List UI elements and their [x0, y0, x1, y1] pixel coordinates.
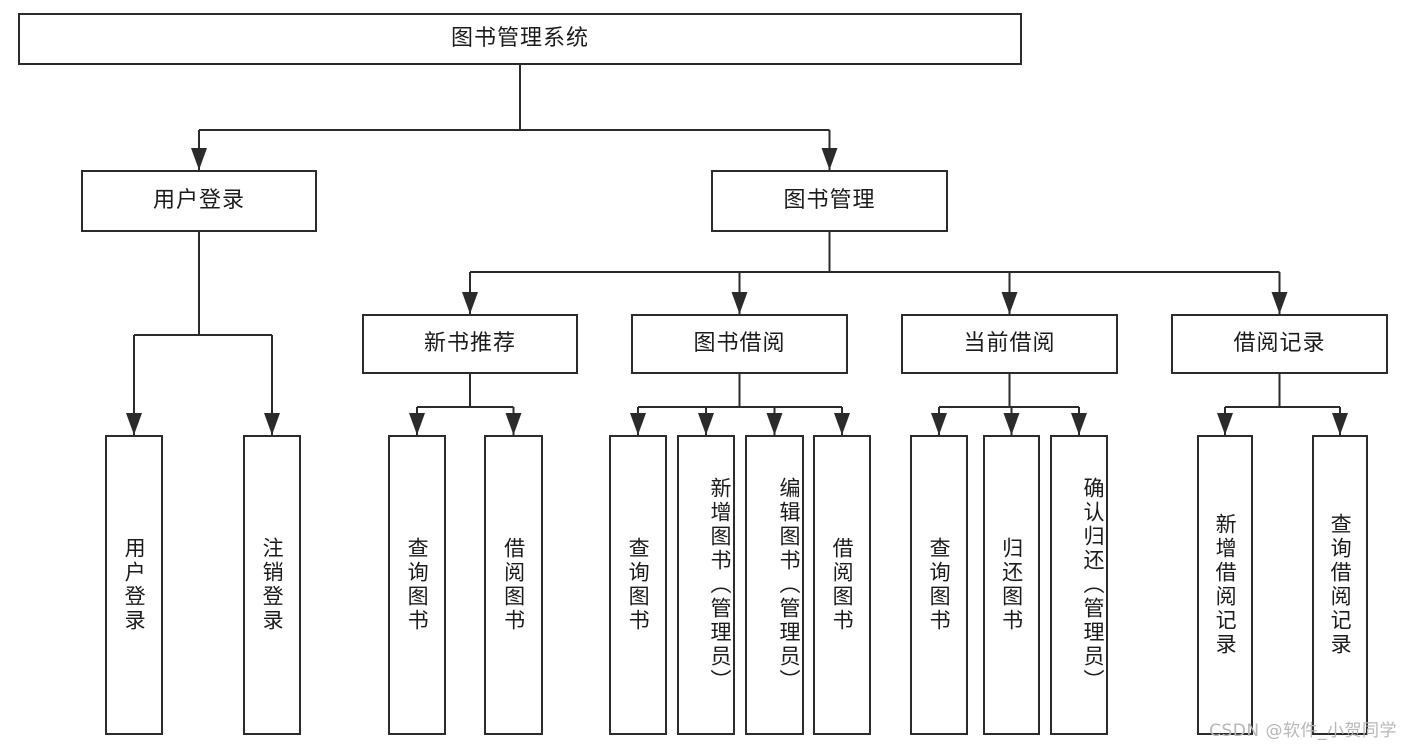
arrowhead-icon: [1071, 413, 1087, 435]
watermark-label: CSDN @软件_小贺同学: [1209, 721, 1397, 741]
node-leaf-user-logout[interactable]: 注销登录: [243, 435, 301, 735]
arrowhead-icon: [1001, 292, 1018, 314]
node-label: 借阅图书: [501, 537, 526, 633]
node-label: 新增图书（管理员）: [708, 477, 732, 693]
node-label: 查询借阅记录: [1328, 513, 1353, 657]
node-leaf-add-borrow-record[interactable]: 新增借阅记录: [1197, 435, 1253, 735]
arrowhead-icon: [1271, 292, 1288, 314]
arrowhead-icon: [821, 148, 838, 170]
arrowhead-icon: [264, 413, 280, 435]
node-book-manage[interactable]: 图书管理: [711, 170, 948, 232]
node-new-book-recommend[interactable]: 新书推荐: [362, 314, 578, 374]
node-leaf-borrow-book-rec[interactable]: 借阅图书: [484, 435, 543, 735]
arrowhead-icon: [1003, 413, 1020, 435]
node-leaf-borrow-book-bb[interactable]: 借阅图书: [813, 435, 871, 735]
node-label: 借阅图书: [830, 537, 855, 633]
node-label: 新书推荐: [423, 330, 516, 356]
arrowhead-icon: [191, 148, 207, 170]
node-leaf-confirm-return-admin[interactable]: 确认归还（管理员）: [1050, 435, 1108, 735]
arrowhead-icon: [630, 413, 646, 435]
node-label: 确认归还（管理员）: [1081, 477, 1105, 693]
node-label: 编辑图书（管理员）: [777, 477, 801, 693]
node-user-login[interactable]: 用户登录: [81, 170, 317, 232]
node-label: 图书管理系统: [450, 25, 589, 51]
arrowhead-icon: [931, 413, 947, 435]
node-current-borrow[interactable]: 当前借阅: [901, 314, 1118, 374]
node-label: 查询图书: [626, 537, 651, 633]
arrowhead-icon: [1332, 413, 1348, 435]
arrowhead-icon: [731, 292, 748, 314]
node-label: 图书借阅: [693, 330, 786, 356]
node-label: 用户登录: [152, 187, 245, 213]
arrowhead-icon: [1217, 413, 1233, 435]
node-leaf-query-book-bb[interactable]: 查询图书: [609, 435, 667, 735]
arrowhead-icon: [462, 292, 478, 314]
arrowhead-icon: [766, 413, 783, 435]
node-leaf-return-book[interactable]: 归还图书: [983, 435, 1040, 735]
node-book-borrow[interactable]: 图书借阅: [631, 314, 848, 374]
arrowhead-icon: [505, 413, 522, 435]
arrowhead-icon: [834, 413, 850, 435]
arrowhead-icon: [126, 413, 142, 435]
node-root[interactable]: 图书管理系统: [18, 13, 1022, 65]
arrowhead-icon: [409, 413, 425, 435]
node-label: 查询图书: [405, 537, 430, 633]
node-label: 借阅记录: [1233, 330, 1326, 356]
node-leaf-query-book-rec[interactable]: 查询图书: [388, 435, 446, 735]
node-label: 当前借阅: [963, 330, 1056, 356]
node-label: 图书管理: [783, 187, 876, 213]
node-leaf-edit-book-admin[interactable]: 编辑图书（管理员）: [745, 435, 804, 735]
node-label: 新增借阅记录: [1213, 513, 1238, 657]
arrowhead-icon: [698, 413, 714, 435]
node-label: 查询图书: [927, 537, 952, 633]
node-borrow-record[interactable]: 借阅记录: [1171, 314, 1388, 374]
node-label: 注销登录: [260, 537, 285, 633]
node-label: 归还图书: [999, 537, 1024, 633]
node-leaf-query-borrow-record[interactable]: 查询借阅记录: [1312, 435, 1368, 735]
node-leaf-add-book-admin[interactable]: 新增图书（管理员）: [677, 435, 735, 735]
node-leaf-user-login[interactable]: 用户登录: [105, 435, 163, 735]
node-label: 用户登录: [122, 537, 147, 633]
node-leaf-query-book-cb[interactable]: 查询图书: [910, 435, 968, 735]
